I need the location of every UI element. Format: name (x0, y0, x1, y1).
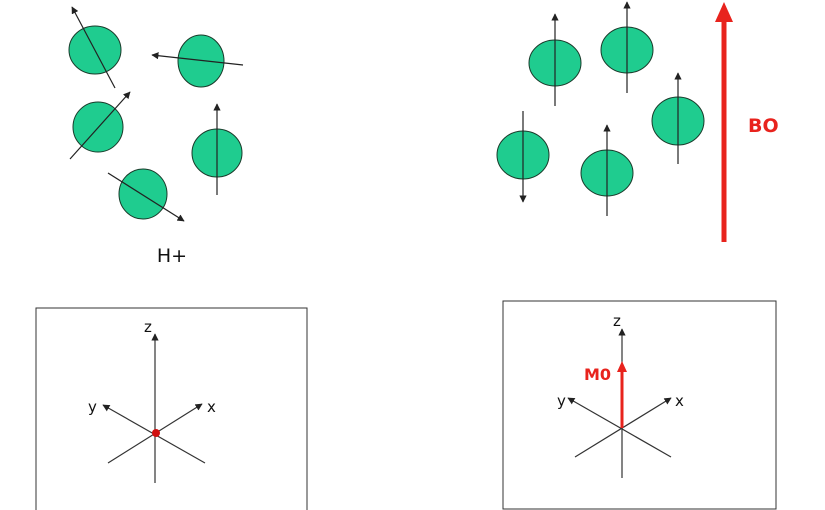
proton-icon (151, 34, 244, 88)
x-axis-label: x (207, 398, 216, 416)
axes-panel-right: M0 z y x (502, 300, 777, 510)
proton-icon (191, 103, 243, 195)
x-axis-label: x (675, 392, 684, 410)
panel-frame (502, 300, 777, 510)
y-axis-label: y (88, 398, 97, 416)
m0-label: M0 (584, 365, 611, 384)
b0-label: BO (748, 115, 779, 137)
origin-dot (152, 429, 160, 437)
proton-icon (600, 1, 654, 93)
b0-field-arrow (715, 2, 733, 242)
proton-icon (107, 168, 185, 222)
aligned-protons-group: BO (496, 1, 779, 242)
z-axis-label: z (613, 312, 621, 330)
proton-icon (68, 6, 122, 89)
m0-vector-arrow (617, 361, 627, 428)
random-protons-group: H+ (68, 6, 244, 267)
proton-icon (580, 124, 634, 216)
panel-frame (35, 307, 308, 510)
hplus-label: H+ (157, 245, 187, 267)
y-axis-label: y (557, 392, 566, 410)
y-axis-line (567, 397, 672, 458)
axes-panel-left: z y x (35, 307, 308, 510)
proton-icon (69, 91, 131, 160)
proton-icon (496, 111, 550, 203)
proton-icon (651, 72, 705, 164)
proton-icon (528, 13, 582, 106)
z-axis-label: z (144, 318, 152, 336)
